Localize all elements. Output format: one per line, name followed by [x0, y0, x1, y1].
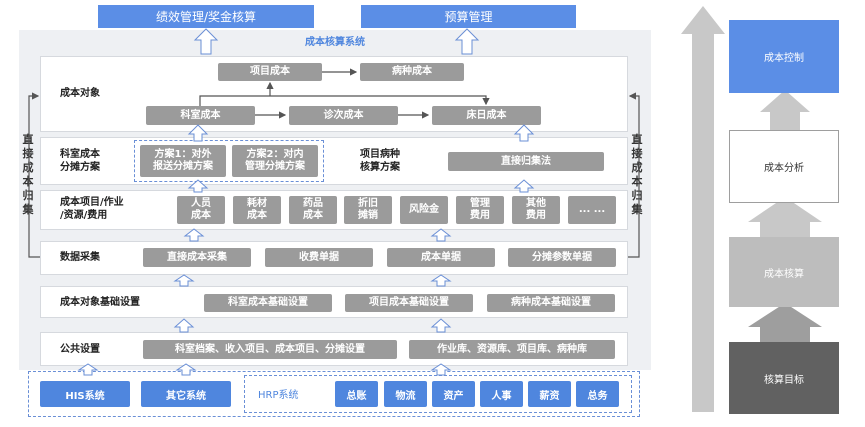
side-bracket-left — [28, 92, 40, 258]
public-settings-libraries: 作业库、资源库、项目库、病种库 — [409, 340, 615, 359]
hrp-general: 总务 — [576, 381, 619, 407]
item-staff-cost: 人员 成本 — [177, 196, 225, 224]
item-more: ... ... — [568, 196, 616, 224]
top-box-performance-label: 绩效管理/奖金核算 — [155, 10, 257, 24]
hrp-hr: 人事 — [480, 381, 523, 407]
goal-cost-accounting-label: 成本核算 — [764, 268, 804, 280]
item-other-fee: 其他 费用 — [512, 196, 560, 224]
collect-alloc-params: 分摊参数单据 — [508, 248, 616, 267]
public-settings-archives: 科室档案、收入项目、成本项目、分摊设置 — [143, 340, 397, 359]
goal-cost-control-label: 成本控制 — [764, 53, 804, 64]
object-flow-arrows — [199, 68, 490, 119]
goal-cost-accounting: 成本核算 — [729, 237, 839, 307]
hrp-assets: 资产 — [432, 381, 475, 407]
pyramid-arrows — [748, 90, 822, 343]
node-visit-cost: 诊次成本 — [289, 106, 398, 125]
other-system: 其它系统 — [141, 381, 231, 407]
public-settings-label: 公共设置 — [60, 344, 100, 355]
hollow-up-arrows — [77, 28, 535, 376]
hrp-salary: 薪资 — [528, 381, 571, 407]
data-collection-label: 数据采集 — [60, 252, 100, 263]
item-consumables-cost: 耗材 成本 — [233, 196, 281, 224]
hrp-system-label: HRP系统 — [258, 390, 299, 401]
goal-cost-analysis: 成本分析 — [729, 130, 839, 203]
top-box-performance: 绩效管理/奖金核算 — [98, 5, 314, 28]
collect-charge-bills: 收费单据 — [265, 248, 373, 267]
node-disease-cost: 病种成本 — [360, 63, 464, 81]
dept-cost-settings: 科室成本基础设置 — [204, 294, 332, 312]
his-system: HIS系统 — [40, 381, 130, 407]
allocation-plans-frame — [134, 140, 324, 182]
goal-accounting-target-label: 核算目标 — [764, 374, 804, 386]
item-drug-cost: 药品 成本 — [289, 196, 337, 224]
node-bedday-cost: 床日成本 — [432, 106, 541, 125]
hrp-ledger: 总账 — [335, 381, 378, 407]
item-depreciation: 折旧 摊销 — [344, 196, 392, 224]
collect-cost-bills: 成本单据 — [387, 248, 495, 267]
disease-cost-settings: 病种成本基础设置 — [487, 294, 615, 312]
project-disease-plan-label: 项目病种 核算方案 — [360, 149, 400, 173]
side-label-right: 直接成本归集 — [631, 133, 643, 216]
collect-direct-cost: 直接成本采集 — [143, 248, 251, 267]
allocation-label: 科室成本 分摊方案 — [60, 149, 100, 173]
system-title: 成本核算系统 — [305, 37, 365, 48]
cost-object-label: 成本对象 — [60, 88, 100, 99]
goal-accounting-target: 核算目标 — [729, 342, 839, 414]
side-label-left: 直接成本归集 — [22, 133, 34, 216]
cost-items-label: 成本项目/作业 /资源/费用 — [60, 197, 124, 221]
top-box-budget-label: 预算管理 — [444, 10, 493, 24]
plan-external: 方案1：对外 报送分摊方案 — [140, 145, 226, 177]
node-dept-cost: 科室成本 — [146, 106, 255, 125]
top-box-budget: 预算管理 — [361, 5, 576, 28]
goal-cost-analysis-label: 成本分析 — [764, 163, 804, 174]
basic-settings-label: 成本对象基础设置 — [60, 297, 140, 308]
item-risk-fund: 风险金 — [400, 196, 448, 224]
big-progress-arrow — [681, 6, 725, 412]
node-project-cost: 项目成本 — [218, 63, 322, 81]
hrp-logistics: 物流 — [384, 381, 427, 407]
item-management-fee: 管理 费用 — [456, 196, 504, 224]
source-systems-frame — [28, 371, 640, 417]
project-cost-settings: 项目成本基础设置 — [345, 294, 473, 312]
side-bracket-right — [628, 92, 640, 258]
direct-collection-method: 直接归集法 — [448, 152, 604, 171]
goal-cost-control: 成本控制 — [729, 20, 839, 93]
plan-internal: 方案2：对内 管理分摊方案 — [232, 145, 318, 177]
